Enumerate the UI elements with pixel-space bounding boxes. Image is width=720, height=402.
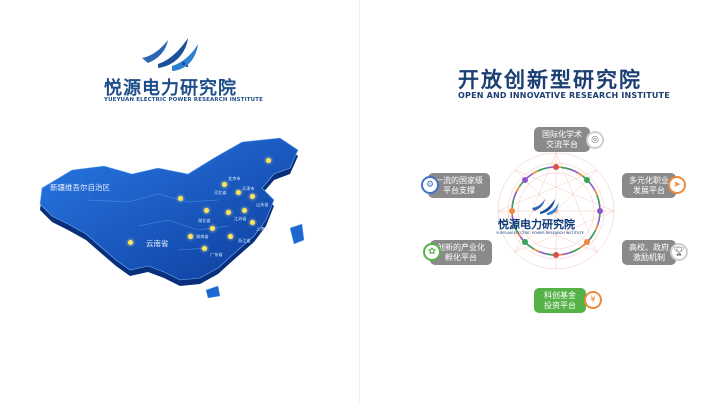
map-small-label: 上海市: [256, 226, 269, 231]
left-panel: 悦源电力研究院 YUEYUAN ELECTRIC POWER RESEARCH …: [28, 38, 328, 305]
brand-logo: [142, 38, 198, 71]
map-small-label: 湖南省: [196, 234, 209, 239]
map-small-label: 浙江省: [238, 238, 251, 243]
map-small-label: 北京市: [228, 176, 241, 181]
map-dot: [266, 158, 271, 163]
map-small-label: 广东省: [210, 252, 223, 257]
platform-top: 国际化学术 交流平台: [534, 127, 590, 152]
center-sub: YUEYUAN ELECTRIC POWER RESEARCH INSTITUT…: [496, 231, 584, 235]
brand-name-en: YUEYUAN ELECTRIC POWER RESEARCH INSTITUT…: [104, 97, 264, 103]
china-map-shape: [39, 137, 305, 299]
map-small-label: 江苏省: [234, 216, 247, 221]
center-name: 悦源电力研究院: [498, 218, 575, 231]
map-region-label: 新疆维吾尔自治区: [50, 183, 110, 192]
map-dot: [128, 240, 133, 245]
map-dot: [228, 234, 233, 239]
map-dot: [242, 208, 247, 213]
map-dot: [178, 196, 183, 201]
trophy-icon: 🏆︎: [670, 243, 688, 261]
map-dot: [222, 182, 227, 187]
platform-right-lower: 高校、政府 激励机制: [622, 240, 676, 265]
map-dot: [236, 190, 241, 195]
right-panel: 开放创新型研究院 OPEN AND INNOVATIVE RESEARCH IN…: [360, 0, 720, 402]
map-dot: [188, 234, 193, 239]
incubator-icon: ✿: [423, 243, 441, 261]
platform-bottom: 科创基金 投资平台: [534, 288, 586, 313]
network-icon: ⚙: [421, 176, 439, 194]
map-small-label: 天津市: [242, 186, 255, 191]
academic-icon: ◎: [586, 131, 604, 149]
map-dot: [204, 208, 209, 213]
map-dot: [226, 210, 231, 215]
map-small-label: 湖北省: [198, 218, 211, 223]
right-title-cn: 开放创新型研究院: [458, 68, 642, 92]
fund-icon: ¥: [584, 291, 602, 309]
career-icon: ➤: [668, 176, 686, 194]
platform-left-lower: 创新的产业化 孵化平台: [430, 240, 492, 265]
map-small-label: 山东省: [256, 202, 269, 207]
brand-name-cn: 悦源电力研究院: [104, 78, 237, 99]
map-dot: [210, 226, 215, 231]
right-title-en: OPEN AND INNOVATIVE RESEARCH INSTITUTE: [458, 91, 670, 100]
platform-right-upper: 多元化职业 发展平台: [622, 173, 676, 198]
map-dot: [250, 220, 255, 225]
china-map: 新疆维吾尔自治区 云南省 北京市 天津市 河北省 山东省 江苏省 上海市 浙江省…: [28, 130, 328, 305]
network-diagram: [497, 152, 615, 270]
center-logo: [532, 199, 559, 215]
map-dot: [250, 194, 255, 199]
panel-divider: [359, 0, 360, 402]
map-small-label: 河北省: [214, 190, 227, 195]
map-label-yunnan: 云南省: [146, 239, 169, 248]
map-dot: [202, 246, 207, 251]
